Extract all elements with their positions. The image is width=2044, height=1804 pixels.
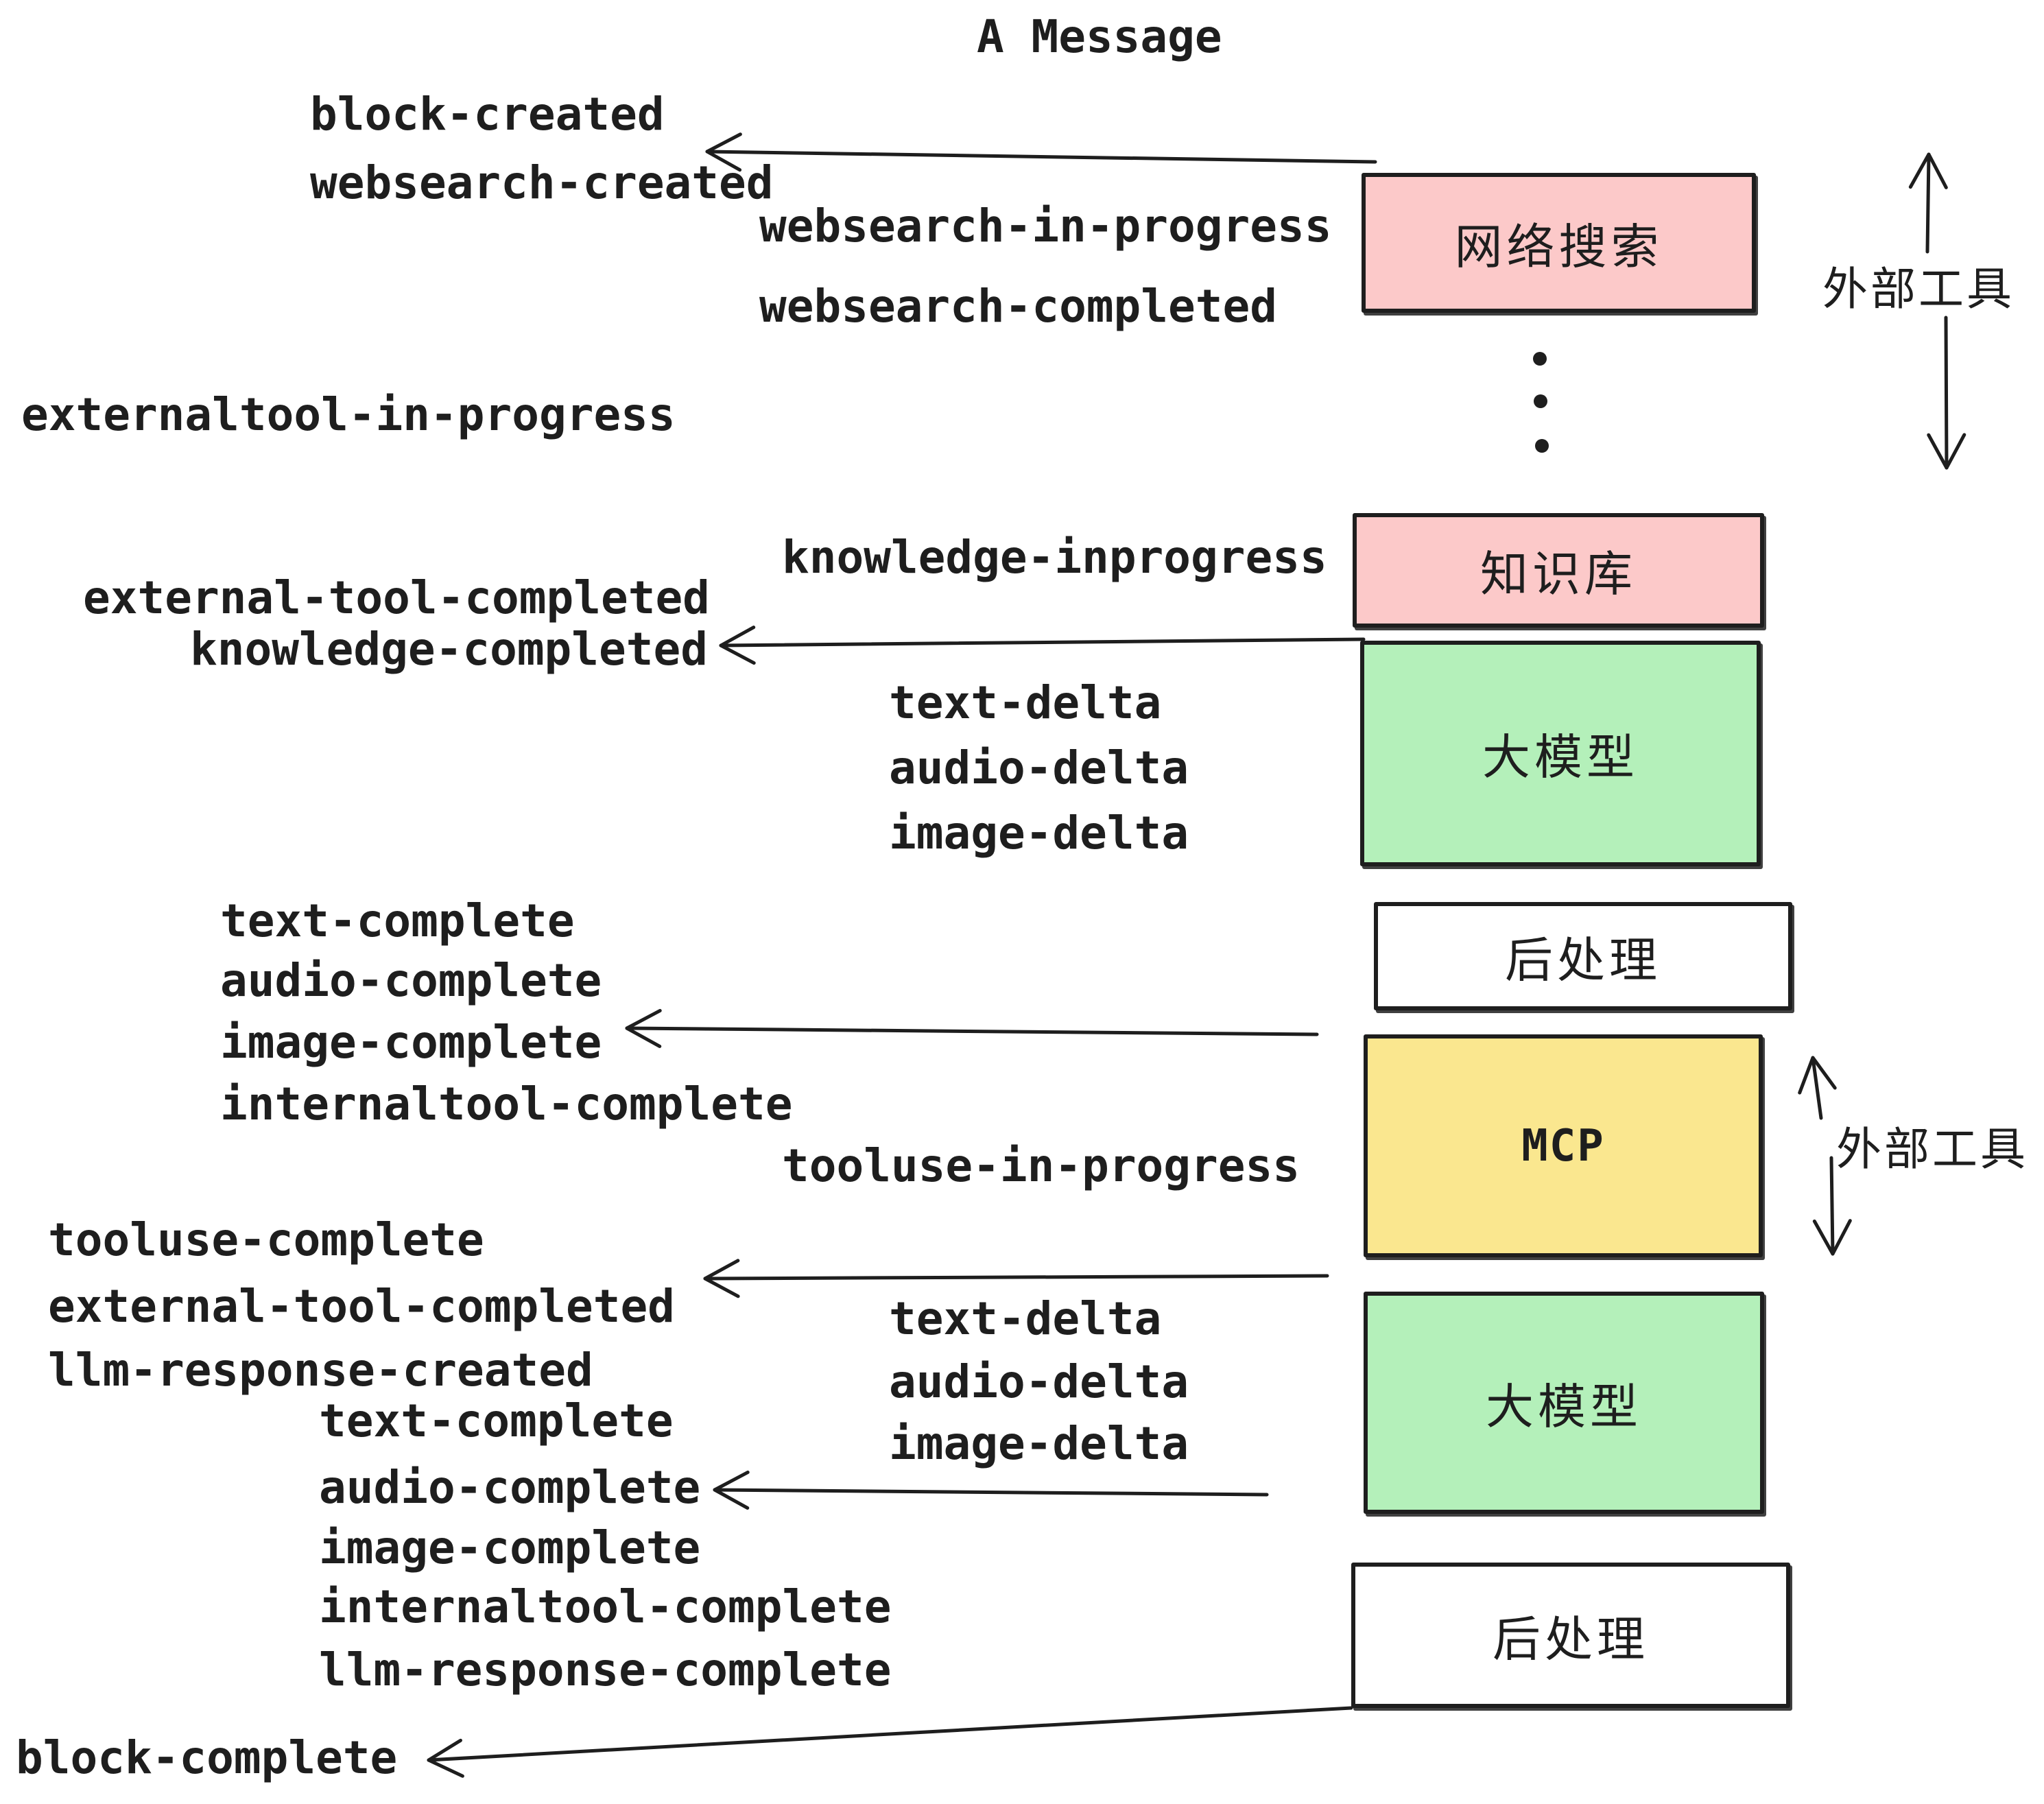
event-label-externaltool-in-progress: externaltool-in-progress <box>21 388 676 441</box>
event-label-websearch-created: websearch-created <box>310 156 774 209</box>
down-arrow-external-tools-2-icon <box>1812 1156 1852 1256</box>
vertical-ellipsis-icon <box>1533 352 1549 453</box>
event-label-websearch-in-progress: websearch-in-progress <box>759 200 1332 252</box>
page-title: A Message <box>977 10 1222 63</box>
event-label-image-complete-1: image-complete <box>220 1016 602 1069</box>
event-label-external-tool-completed: external-tool-completed <box>83 571 710 624</box>
box-websearch-label: 网络搜索 <box>1454 218 1663 275</box>
box-mcp: MCP <box>1364 1034 1763 1257</box>
event-label-text-delta-2: text-delta <box>889 1292 1162 1345</box>
box-postprocess-2: 后处理 <box>1351 1563 1790 1708</box>
up-arrow-external-tools-1-icon <box>1908 152 1948 254</box>
event-label-image-delta-1: image-delta <box>889 807 1189 859</box>
event-label-tooluse-in-progress: tooluse-in-progress <box>782 1139 1300 1192</box>
event-label-text-complete-2: text-complete <box>319 1394 674 1447</box>
event-label-internaltool-complete-1: internaltool-complete <box>220 1078 793 1130</box>
event-label-audio-complete-1: audio-complete <box>220 954 602 1007</box>
up-arrow-external-tools-2-icon <box>1798 1056 1837 1120</box>
box-knowledge-label: 知识库 <box>1480 546 1637 602</box>
event-label-knowledge-completed: knowledge-completed <box>190 623 708 676</box>
event-label-audio-complete-2: audio-complete <box>319 1461 701 1514</box>
side-label-external-tools-2: 外部工具 <box>1836 1123 2028 1176</box>
box-postprocess-1-label: 后处理 <box>1505 931 1661 988</box>
side-label-external-tools-1: 外部工具 <box>1822 263 2015 316</box>
event-label-text-complete-1: text-complete <box>220 894 575 947</box>
box-knowledge: 知识库 <box>1353 513 1764 628</box>
left-arrow-block-complete-icon <box>427 1706 1353 1778</box>
event-label-llm-response-complete: llm-response-complete <box>319 1643 892 1696</box>
event-label-tooluse-complete: tooluse-complete <box>48 1213 484 1266</box>
box-llm-1: 大模型 <box>1360 641 1761 866</box>
left-arrow-tooluse-complete-icon <box>703 1259 1329 1298</box>
event-label-audio-delta-2: audio-delta <box>889 1355 1189 1408</box>
box-postprocess-1: 后处理 <box>1374 902 1792 1010</box>
box-llm-2: 大模型 <box>1364 1292 1764 1514</box>
left-arrow-image-complete-icon <box>625 1008 1319 1048</box>
box-mcp-label: MCP <box>1521 1120 1605 1172</box>
event-label-audio-delta-1: audio-delta <box>889 741 1189 794</box>
event-label-image-delta-2: image-delta <box>889 1417 1189 1470</box>
event-label-block-created: block-created <box>310 88 665 141</box>
event-label-internaltool-complete-2: internaltool-complete <box>319 1580 892 1633</box>
down-arrow-external-tools-1-icon <box>1927 316 1966 470</box>
event-label-websearch-completed: websearch-completed <box>759 280 1277 333</box>
box-llm-2-label: 大模型 <box>1486 1378 1642 1435</box>
event-label-image-complete-2: image-complete <box>319 1521 701 1574</box>
event-label-external-tool-completed-2: external-tool-completed <box>48 1280 675 1333</box>
left-arrow-websearch-to-created-icon <box>705 132 1377 172</box>
box-websearch: 网络搜索 <box>1362 173 1756 313</box>
box-llm-1-label: 大模型 <box>1482 729 1639 785</box>
left-arrow-knowledge-completed-icon <box>719 626 1366 665</box>
event-label-llm-response-created: llm-response-created <box>48 1344 593 1397</box>
event-label-block-complete: block-complete <box>16 1731 398 1784</box>
box-postprocess-2-label: 后处理 <box>1493 1611 1649 1667</box>
event-label-knowledge-inprogress: knowledge-inprogress <box>782 531 1327 584</box>
left-arrow-audio-complete-icon <box>713 1470 1269 1510</box>
event-label-text-delta-1: text-delta <box>889 676 1162 729</box>
